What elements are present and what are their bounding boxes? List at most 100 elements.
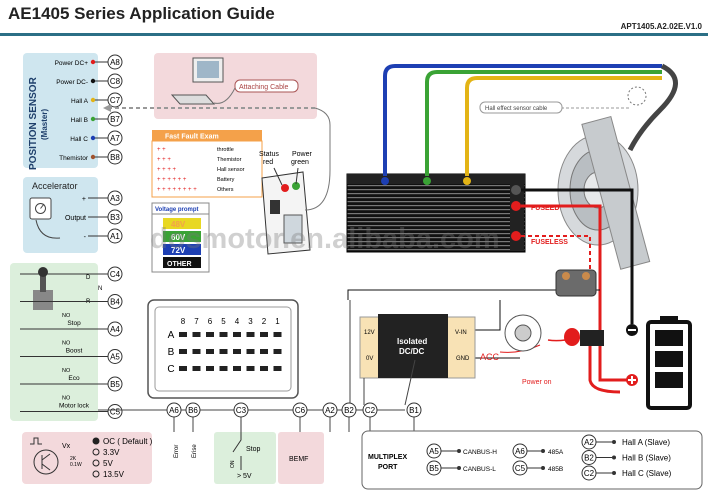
document-code: APT1405.A2.02E.V1.0	[620, 22, 702, 31]
accelerator-label: Accelerator	[32, 181, 78, 191]
ps-pin	[107, 111, 123, 127]
switch-pin	[107, 349, 123, 364]
ps-pin-dot	[90, 154, 96, 160]
ps-pin	[107, 54, 123, 70]
ps-pin-text: Hall B	[71, 117, 88, 124]
gear-lever-icon	[33, 267, 53, 310]
switch-pin-label: A5	[110, 353, 120, 362]
battery-icon	[626, 316, 692, 410]
controller	[346, 173, 526, 253]
connector-pin-slot	[192, 349, 201, 354]
switch-pin	[107, 404, 123, 419]
ps-pin-dot	[90, 78, 96, 84]
ps-pin-text: Power DC+	[55, 60, 89, 67]
switch-no-label: NO	[62, 396, 71, 402]
fused-label: FUSEED	[531, 205, 559, 212]
fault-label: Battery	[217, 177, 235, 183]
connector-pin-slot	[260, 332, 268, 337]
ps-pin-label: C8	[110, 77, 121, 86]
bus-pin	[322, 402, 338, 418]
switch-pin-label: B5	[110, 380, 120, 389]
signal-option-radio[interactable]	[92, 459, 100, 467]
switch-pin	[107, 321, 123, 337]
acc-pin-label: B3	[110, 213, 120, 222]
bemf-panel: BEMF	[278, 432, 324, 484]
ps-pin-dot	[90, 135, 96, 141]
hall-cable-label: Hall effect sensor cable	[485, 106, 548, 112]
connector-pin-slot	[260, 349, 268, 354]
connector-column-number: 7	[194, 317, 199, 326]
ps-pin-dot	[90, 116, 96, 122]
connector-pin-slot	[233, 332, 241, 337]
bus-pin	[341, 402, 357, 418]
switch-pin-text: Eco	[68, 375, 80, 382]
motor	[557, 63, 678, 270]
bemf-label: BEMF	[289, 456, 308, 463]
connector-pin-slot	[273, 332, 282, 337]
ps-pin	[107, 149, 123, 165]
connector-pin-slot	[206, 366, 214, 371]
signal-option-radio[interactable]	[92, 448, 100, 456]
connector-column-number: 1	[275, 317, 280, 326]
stop-label: Stop	[246, 446, 261, 453]
attaching-cable-panel: Attaching Cable	[154, 53, 317, 119]
position-sensor-panel: POSITION SENSOR (Master) Power DC+A8Powe…	[23, 53, 123, 170]
bus-pin-label: A2	[325, 406, 335, 415]
voltage-60v: 60V	[171, 233, 186, 242]
connector-column-number: 3	[248, 317, 253, 326]
fault-exam-title: Fast Fault Exam	[165, 134, 219, 141]
ps-pin-label: B7	[110, 115, 120, 124]
switch-pin-label: B4	[110, 298, 120, 307]
connector-column-number: 5	[221, 317, 226, 326]
header-band	[0, 33, 708, 36]
bus-pin-label: A6	[169, 406, 179, 415]
bus-pin-label: C3	[236, 406, 247, 415]
position-sensor-label: POSITION SENSOR	[28, 76, 39, 170]
switch-pin	[107, 266, 123, 282]
emergency-switch	[564, 328, 604, 346]
acc-pin-text: +	[82, 196, 86, 203]
switch-no-label: NO	[62, 341, 71, 347]
connector-pin-slot	[246, 332, 255, 337]
error-label: Error	[174, 445, 180, 458]
connector-pin-slot	[219, 332, 228, 337]
gt5v-label: > 5V	[237, 473, 252, 480]
signal-option-text: 5V	[103, 459, 113, 468]
ps-pin-label: A8	[110, 58, 120, 67]
dcdc-gnd: GND	[456, 356, 470, 362]
multiplex-title: MULTIPLEX	[368, 454, 407, 461]
status-color: red	[263, 159, 273, 166]
dcdc-12v: 12V	[364, 330, 375, 336]
mux-pin-text: CANBUS-L	[463, 466, 496, 473]
switch-no-label: NO	[62, 368, 71, 374]
power-color: green	[291, 159, 309, 166]
switch-pin-label: A4	[110, 325, 120, 334]
mux-pin-label: A5	[429, 447, 439, 456]
connector-pin-slot	[179, 332, 187, 337]
fault-pattern: + + + + + +	[157, 177, 187, 183]
bus-pin	[362, 402, 378, 418]
connector-column-number: 8	[181, 317, 186, 326]
mux-pin-label: B5	[429, 464, 439, 473]
connector-pin-slot	[273, 349, 282, 354]
switch-pin-label: C4	[110, 270, 121, 279]
connector-row-letter: C	[167, 364, 174, 375]
connector-pin-slot	[233, 366, 241, 371]
transistor-icon	[30, 437, 59, 475]
power-on-label: Power on	[522, 379, 552, 386]
connector-pin-slot	[233, 349, 241, 354]
ps-pin-label: A7	[110, 134, 120, 143]
signal-option-text: 13.5V	[103, 470, 125, 479]
signal-option-text: OC ( Default )	[103, 437, 153, 446]
signal-option-radio[interactable]	[92, 470, 100, 478]
signal-option-radio[interactable]	[92, 437, 100, 445]
voltage-48v: 48V	[171, 220, 186, 229]
computer-icon	[170, 57, 224, 105]
fault-label: Hall sensor	[217, 167, 245, 173]
fault-label: throttle	[217, 147, 234, 153]
voltage-prompt-title: Voltage prompt	[155, 207, 199, 213]
connector-pin-slot	[219, 349, 228, 354]
